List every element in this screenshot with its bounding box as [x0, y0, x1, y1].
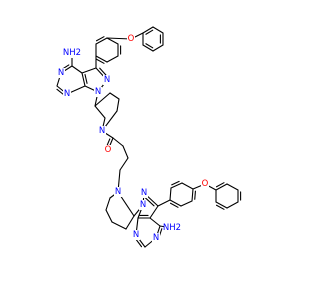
bond-line	[149, 217, 161, 227]
bond-line	[145, 29, 154, 35]
bond-line	[149, 205, 159, 219]
bond-line	[94, 105, 106, 119]
bond-line	[171, 180, 180, 186]
piperidine-nitrogen-top: N	[99, 126, 105, 136]
bond-line	[226, 201, 239, 209]
oxygen-atom-top-backdrop	[127, 34, 135, 44]
bond-line	[152, 26, 164, 34]
bond-line	[215, 204, 225, 210]
amine-group-top-backdrop	[64, 48, 80, 58]
bond-line	[180, 200, 193, 207]
pyrimidine-n7-atom-top: N	[64, 89, 70, 99]
bond-line	[142, 44, 154, 52]
bond-line	[152, 44, 164, 52]
pyrazole-n2-atom-bottom: N	[141, 188, 147, 198]
bond-line	[215, 182, 225, 188]
pyrimidine-n5-atom-bottom: N	[153, 233, 159, 243]
bond-line	[95, 36, 105, 42]
bond-line	[106, 37, 119, 45]
bond-line	[81, 67, 97, 74]
pyrimidine-n5-atom-bottom-backdrop	[152, 233, 160, 243]
carbonyl-oxygen-atom: O	[105, 145, 112, 155]
bond-line	[125, 215, 135, 230]
pyrimidine-n7-atom-bottom-backdrop	[132, 230, 140, 240]
carbonyl-oxygen-atom-backdrop	[104, 145, 112, 155]
pyrazole-n2-atom-bottom-backdrop	[140, 188, 148, 198]
bond-line	[84, 73, 88, 84]
bond-line	[145, 43, 154, 49]
pyrazole-n2-atom-top-backdrop	[103, 75, 111, 85]
piperidine-nitrogen-bottom-backdrop	[114, 187, 122, 197]
amine-group-bottom-backdrop	[164, 223, 180, 233]
bond-line	[116, 98, 120, 112]
bond-line	[95, 55, 108, 63]
amine-group-bottom: NH2	[163, 223, 181, 233]
bond-line	[169, 199, 182, 207]
bond-line	[194, 190, 196, 200]
pyrazole-n1-atom-top: N	[95, 87, 101, 97]
bond-line	[94, 92, 111, 107]
pyrimidine-n7-atom-bottom: N	[133, 230, 139, 240]
bond-line	[95, 58, 105, 64]
bond-line	[111, 221, 127, 230]
bond-line	[105, 209, 113, 223]
bond-line	[81, 72, 86, 87]
oxygen-atom-bottom: O	[202, 179, 209, 189]
bond-line	[169, 187, 172, 201]
pyrazole-n1-atom-bottom: N	[140, 200, 146, 210]
bond-line	[226, 183, 239, 191]
bond-line	[71, 65, 83, 74]
bond-line	[215, 201, 228, 209]
bond-line	[157, 199, 171, 207]
piperidine-nitrogen-bottom: N	[115, 187, 121, 197]
bond-line	[119, 157, 129, 171]
bond-line	[105, 197, 111, 211]
pyrazole-n2-atom-top: N	[104, 75, 110, 85]
bond-line	[95, 37, 108, 45]
bond-line	[169, 202, 179, 208]
bond-line	[142, 26, 154, 34]
pyrazole-n1-atom-top-backdrop	[94, 87, 102, 97]
oxygen-atom-bottom-backdrop	[201, 179, 209, 189]
pyrimidine-n5-atom-top-backdrop	[57, 68, 65, 78]
bond-line	[170, 182, 183, 189]
bond-line	[143, 196, 155, 207]
bond-line	[181, 182, 194, 190]
pyrimidine-n7-atom-top-backdrop	[63, 89, 71, 99]
bond-line	[109, 92, 120, 100]
bond-line	[191, 188, 194, 202]
bond-line	[99, 67, 108, 77]
piperidine-nitrogen-top-backdrop	[98, 126, 106, 136]
oxygen-atom-top: O	[128, 34, 135, 44]
bond-layer	[56, 26, 242, 248]
pyrimidine-n5-atom-top: N	[58, 68, 64, 78]
bond-line	[215, 183, 228, 191]
bond-line	[122, 145, 129, 159]
bond-line	[56, 88, 65, 96]
amine-group-top: NH2	[63, 48, 81, 58]
bond-line	[106, 55, 119, 63]
pyrazole-n1-atom-bottom-backdrop	[139, 200, 147, 210]
bond-line	[112, 137, 124, 147]
